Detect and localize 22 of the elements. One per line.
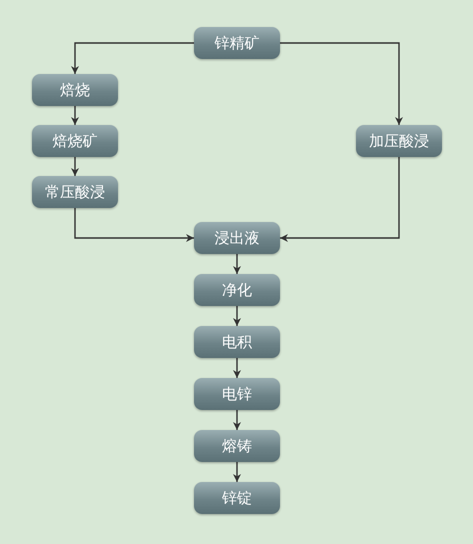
arrow	[71, 106, 79, 125]
arrow	[233, 358, 241, 378]
process-box: 浸出液	[194, 222, 280, 254]
arrow	[233, 462, 241, 482]
process-box: 锌精矿	[194, 27, 280, 59]
process-box: 电锌	[194, 378, 280, 410]
arrow	[233, 306, 241, 326]
arrow	[280, 42, 403, 125]
process-box: 焙烧矿	[32, 125, 118, 157]
arrow	[74, 208, 194, 242]
process-box: 加压酸浸	[356, 125, 442, 157]
arrow	[71, 157, 79, 176]
process-box: 常压酸浸	[32, 176, 118, 208]
process-box: 净化	[194, 274, 280, 306]
process-box: 电积	[194, 326, 280, 358]
arrow	[71, 42, 194, 74]
process-box: 熔铸	[194, 430, 280, 462]
arrow	[233, 410, 241, 430]
process-box: 焙烧	[32, 74, 118, 106]
arrow	[280, 157, 400, 242]
process-box: 锌锭	[194, 482, 280, 514]
arrow	[233, 254, 241, 274]
